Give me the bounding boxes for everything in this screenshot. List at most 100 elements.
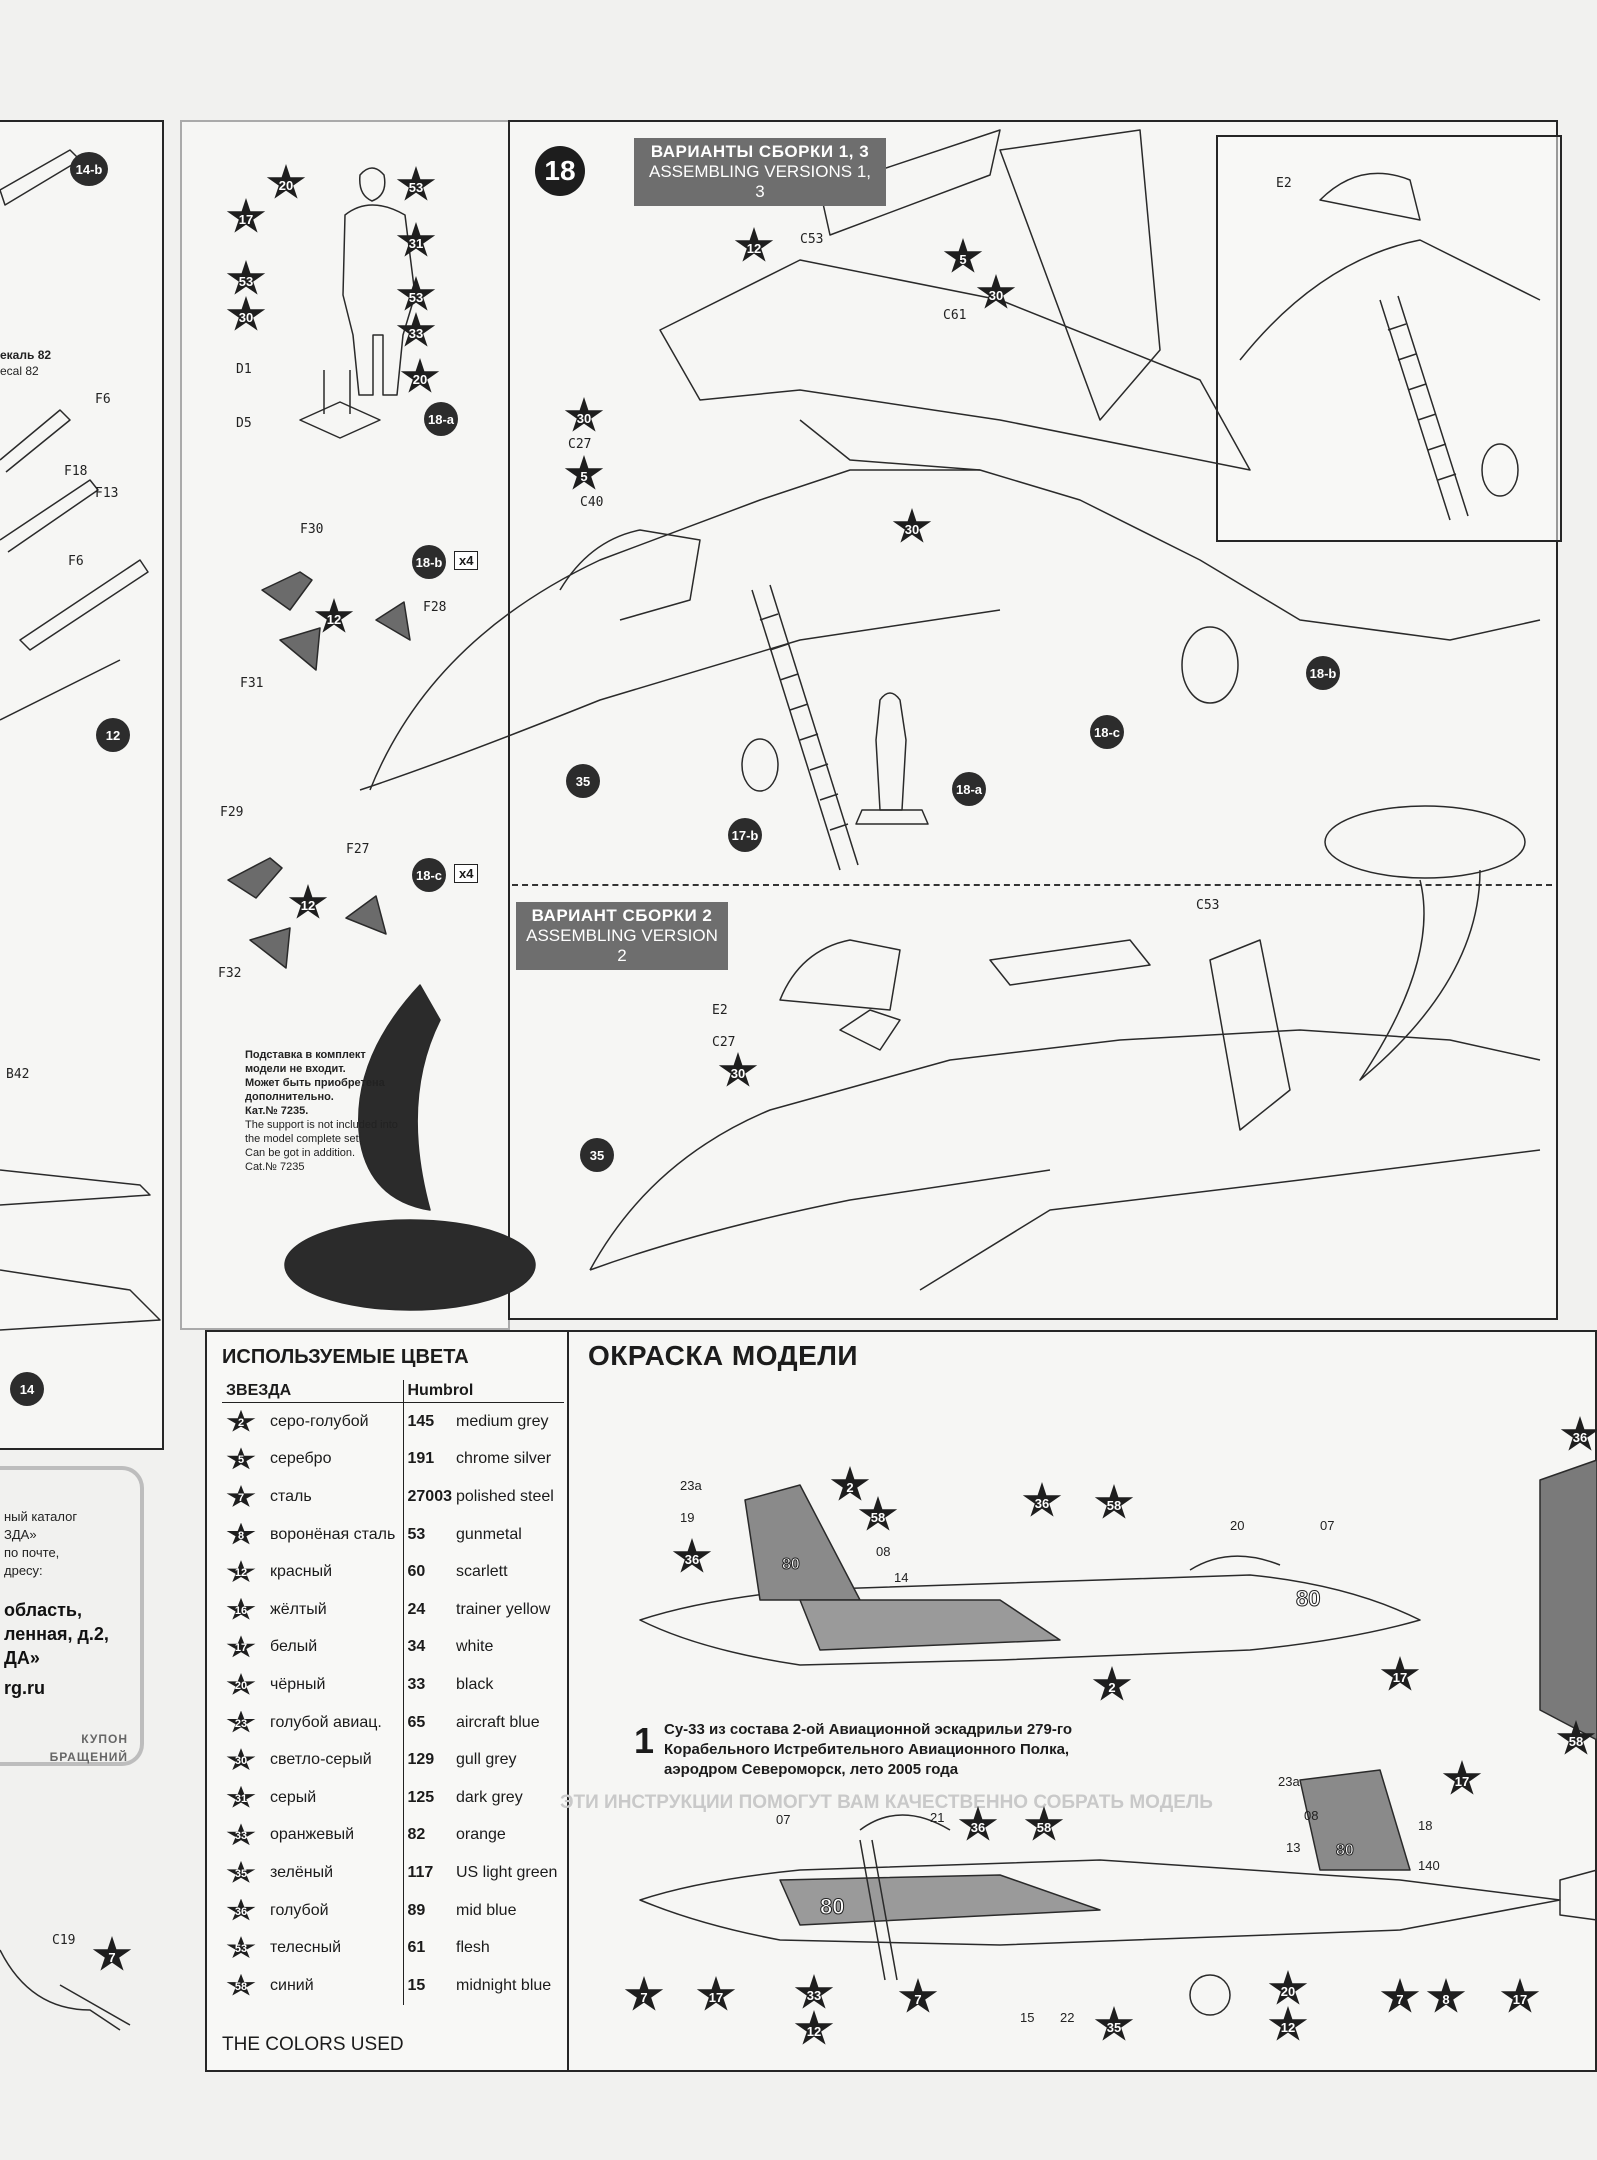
decal-19: 19 xyxy=(680,1510,695,1525)
decal-20: 20 xyxy=(1230,1518,1245,1533)
color-star-icon: 2 xyxy=(226,1409,256,1432)
part-c53: C53 xyxy=(800,232,824,247)
star-53-figure-b: 53 xyxy=(226,260,266,298)
color-name-ru: зелёный xyxy=(266,1854,404,1892)
coupon-line-3: по почте, xyxy=(4,1545,60,1560)
badge-12-left: 12 xyxy=(96,718,130,752)
color-star-icon: 8 xyxy=(226,1522,256,1545)
stand-note-ru-5: Кат.№ 7235. xyxy=(245,1105,309,1117)
step-number: 18 xyxy=(535,146,585,196)
humbrol-number: 24 xyxy=(407,1600,426,1618)
color-star-cell: 23 xyxy=(222,1704,266,1742)
version-divider xyxy=(512,884,1552,886)
banner-version-2: ВАРИАНТ СБОРКИ 2 ASSEMBLING VERSION 2 xyxy=(516,902,728,970)
humbrol-number: 65 xyxy=(407,1713,426,1731)
coupon-bold-2: ленная, д.2, xyxy=(4,1624,109,1644)
color-star-icon: 58 xyxy=(226,1973,256,1996)
color-name-ru: жёлтый xyxy=(266,1590,404,1629)
coupon-text: ный каталог ЗДА» по почте, дресу: xyxy=(4,1508,134,1580)
badge-18-a: 18-a xyxy=(424,402,458,436)
part-c53-v2: C53 xyxy=(1196,898,1220,913)
humbrol-name: chrome silver xyxy=(456,1450,552,1468)
part-d5: D5 xyxy=(236,416,252,431)
badge-17-b: 17-b xyxy=(728,818,762,852)
bort-number-2: 80 xyxy=(819,1894,845,1920)
badge-18-a-main: 18-a xyxy=(952,772,986,806)
color-star-cell: 2 xyxy=(222,1403,266,1441)
part-c61: C61 xyxy=(943,308,967,323)
paint-star-2-b: 2 xyxy=(1092,1666,1132,1704)
star-20-figure-b: 20 xyxy=(400,358,440,396)
color-star-cell: 12 xyxy=(222,1553,266,1591)
stand-note: Подставка в комплект модели не входит. М… xyxy=(245,1048,435,1174)
color-name-ru: светло-серый xyxy=(266,1741,404,1779)
paint-star-17-a: 17 xyxy=(1380,1656,1420,1694)
part-f6-b: F6 xyxy=(68,554,84,569)
part-f27: F27 xyxy=(346,842,370,857)
decal-82-en: ecal 82 xyxy=(0,364,39,378)
coupon-label: КУПОН БРАЩЕНИЙ xyxy=(40,1730,128,1766)
humbrol-name: US light green xyxy=(456,1863,558,1881)
decal-18: 18 xyxy=(1418,1818,1433,1833)
paint-star-7-c: 7 xyxy=(1380,1978,1420,2016)
color-name-ru: сталь xyxy=(266,1478,404,1516)
color-star-icon: 35 xyxy=(226,1860,256,1883)
humbrol-number: 15 xyxy=(407,1976,426,1994)
caption-line-3: аэродром Североморск, лето 2005 года xyxy=(664,1761,959,1778)
humbrol-name: black xyxy=(456,1675,494,1693)
color-name-ru: белый xyxy=(266,1628,404,1667)
decal-14: 14 xyxy=(894,1570,909,1585)
stand-note-ru-2: модели не входит. xyxy=(245,1063,346,1075)
paint-star-58-b: 58 xyxy=(1094,1484,1134,1522)
humbrol-number: 125 xyxy=(407,1788,435,1806)
badge-18-c-main: 18-c xyxy=(1090,715,1124,749)
color-star-cell: 5 xyxy=(222,1441,266,1479)
star-12-f30: 12 xyxy=(314,598,354,636)
paint-star-35: 35 xyxy=(1094,2006,1134,2044)
star-5-c40: 5 xyxy=(564,455,604,493)
star-30-wing: 30 xyxy=(892,508,932,546)
color-name-ru: серый xyxy=(266,1778,404,1817)
humbrol-name: scarlett xyxy=(456,1563,508,1581)
humbrol-number: 117 xyxy=(407,1863,434,1881)
star-53-figure-c: 53 xyxy=(396,276,436,314)
humbrol-name: aircraft blue xyxy=(456,1713,540,1731)
color-star-icon: 23 xyxy=(226,1710,256,1733)
caption-line-2: Корабельного Истребительного Авиационног… xyxy=(664,1741,1070,1758)
decal-140: 140 xyxy=(1418,1858,1440,1873)
stand-note-ru-4: дополнительно. xyxy=(245,1091,334,1103)
color-star-cell: 33 xyxy=(222,1817,266,1855)
color-star-cell: 30 xyxy=(222,1741,266,1779)
color-name-ru: серебро xyxy=(266,1440,404,1479)
coupon-bold-1: область, xyxy=(4,1600,83,1620)
paint-star-17-c: 17 xyxy=(696,1976,736,2014)
humbrol-number: 89 xyxy=(407,1901,426,1919)
badge-18-c: 18-c xyxy=(412,858,446,892)
badge-18-b: 18-b xyxy=(412,545,446,579)
coupon-line-1: ный каталог xyxy=(4,1509,78,1524)
bort-number-1-fin: 80 xyxy=(782,1556,801,1574)
color-star-cell: 16 xyxy=(222,1591,266,1629)
color-star-icon: 36 xyxy=(226,1898,256,1921)
paint-star-7-a: 7 xyxy=(624,1976,664,2014)
color-star-icon: 53 xyxy=(226,1936,256,1958)
humbrol-name: trainer yellow xyxy=(456,1600,551,1618)
part-f28: F28 xyxy=(423,600,447,615)
humbrol-number: 33 xyxy=(407,1675,426,1693)
decal-23a-2: 23a xyxy=(1278,1774,1300,1789)
humbrol-number: 34 xyxy=(407,1638,426,1656)
part-d1: D1 xyxy=(236,362,252,377)
banner-version-2-en: ASSEMBLING VERSION 2 xyxy=(526,926,718,965)
ladder-detail-inset xyxy=(1216,135,1562,542)
part-f30: F30 xyxy=(300,522,324,537)
paint-star-2-a: 2 xyxy=(830,1466,870,1504)
part-b42: B42 xyxy=(6,1067,30,1082)
decal-82-ru: екаль 82 xyxy=(0,348,52,362)
stand-note-en-4: Cat.№ 7235 xyxy=(245,1161,305,1173)
badge-18-b-main: 18-b xyxy=(1306,656,1340,690)
part-c40: C40 xyxy=(580,495,604,510)
